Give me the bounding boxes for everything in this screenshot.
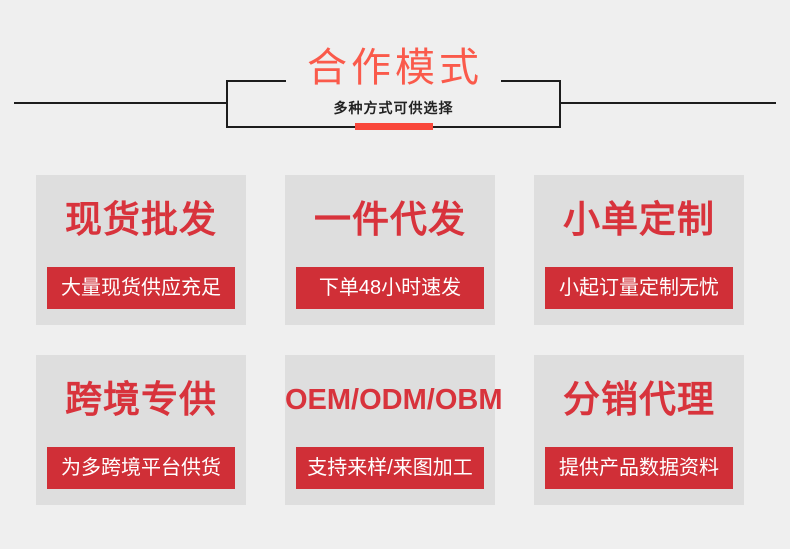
card-title: 现货批发 xyxy=(65,199,217,240)
section-header: 合作模式 多种方式可供选择 xyxy=(0,0,790,150)
page-title: 合作模式 xyxy=(307,46,483,90)
card-banner-label: 提供产品数据资料 xyxy=(559,457,719,479)
card-title: OEM/ODM/OBM xyxy=(285,384,503,416)
card-banner-label: 支持来样/来图加工 xyxy=(307,457,473,479)
card-banner: 小起订量定制无忧 xyxy=(545,267,733,309)
header-accent-bar xyxy=(355,123,433,130)
card-banner: 支持来样/来图加工 xyxy=(296,447,484,489)
card-spot-wholesale[interactable]: 现货批发 大量现货供应充足 xyxy=(36,175,246,325)
card-banner-label: 为多跨境平台供货 xyxy=(61,457,221,479)
card-banner: 大量现货供应充足 xyxy=(47,267,235,309)
card-banner-label: 下单48小时速发 xyxy=(318,277,462,299)
card-banner-label: 大量现货供应充足 xyxy=(61,277,221,299)
card-banner: 为多跨境平台供货 xyxy=(47,447,235,489)
page-subtitle: 多种方式可供选择 xyxy=(333,100,454,116)
cards-grid: 现货批发 大量现货供应充足 一件代发 下单48小时速发 小单定制 小起订量定制无… xyxy=(36,175,754,510)
card-banner: 提供产品数据资料 xyxy=(545,447,733,489)
header-rule-left xyxy=(14,102,226,104)
card-title: 小单定制 xyxy=(563,199,715,240)
card-banner: 下单48小时速发 xyxy=(296,267,484,309)
card-dropshipping[interactable]: 一件代发 下单48小时速发 xyxy=(285,175,495,325)
card-title: 一件代发 xyxy=(314,199,466,240)
card-cross-border-supply[interactable]: 跨境专供 为多跨境平台供货 xyxy=(36,355,246,505)
card-title: 分销代理 xyxy=(563,379,715,420)
card-small-order-customization[interactable]: 小单定制 小起订量定制无忧 xyxy=(534,175,744,325)
card-oem-odm-obm[interactable]: OEM/ODM/OBM 支持来样/来图加工 xyxy=(285,355,503,505)
header-title-mask xyxy=(286,76,501,87)
header-rule-right xyxy=(561,102,776,104)
card-banner-label: 小起订量定制无忧 xyxy=(559,277,719,299)
card-distribution-agency[interactable]: 分销代理 提供产品数据资料 xyxy=(534,355,744,505)
card-title: 跨境专供 xyxy=(65,379,217,420)
